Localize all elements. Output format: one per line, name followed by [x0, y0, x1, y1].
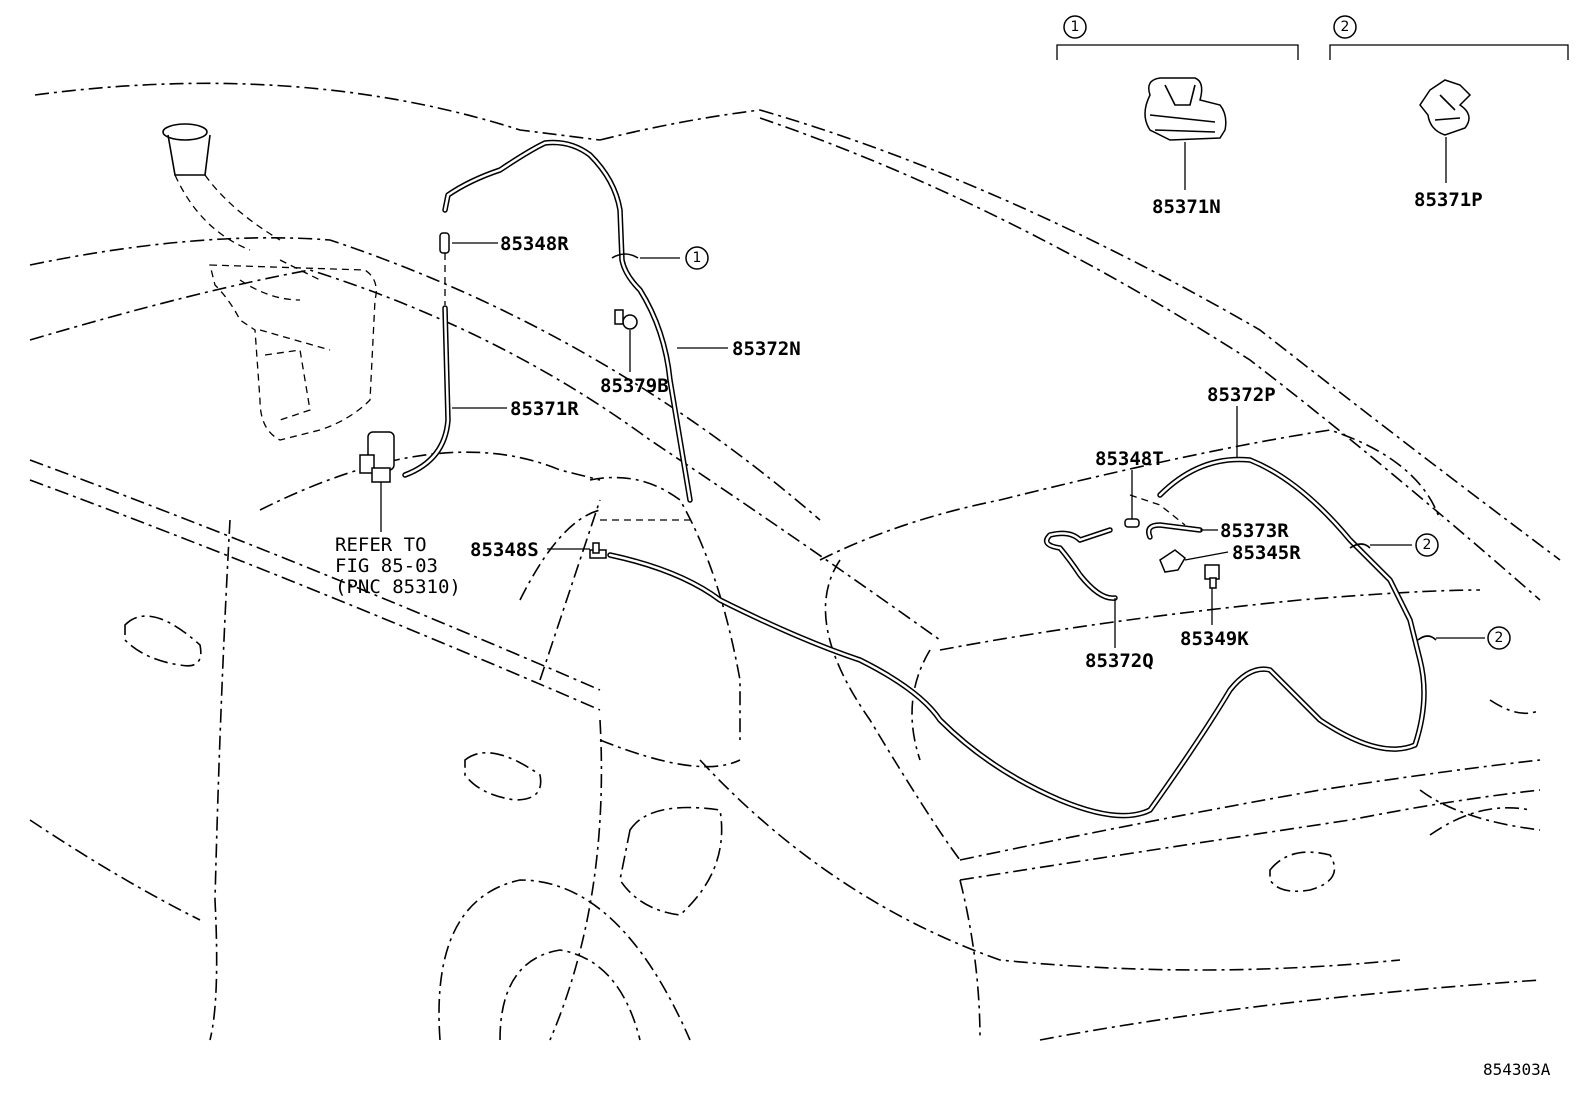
callout-1-header: 1: [1071, 19, 1080, 35]
clamp-2-on-hose-lower: [1417, 635, 1437, 641]
callout-2-header: 2: [1341, 19, 1350, 35]
clip-85371P-illustration: [1419, 79, 1472, 183]
joint-85348S: [589, 519, 690, 559]
callout-1-on-diagram: 1: [693, 250, 702, 266]
hose-85372N: [442, 139, 693, 503]
joint-85348R: [439, 232, 450, 305]
label-85348R[interactable]: 85348R: [500, 233, 569, 255]
callout-2-lower: 2: [1495, 630, 1504, 646]
nozzle-85345R: [1159, 549, 1186, 573]
clip-85371N-illustration: [1144, 77, 1227, 190]
hose-85372Q: [1043, 527, 1118, 601]
valve-85349K: [1204, 564, 1220, 589]
refer-note: REFER TO FIG 85-03 (PNC 85310): [335, 534, 461, 598]
label-85379B[interactable]: 85379B: [600, 375, 669, 397]
label-85372P[interactable]: 85372P: [1207, 384, 1276, 406]
label-85371P[interactable]: 85371P: [1414, 189, 1483, 211]
clamp-1-on-hose: [611, 253, 639, 259]
detail-bracket-2: [1329, 44, 1569, 60]
detail-bracket-1: [1056, 44, 1299, 60]
label-85372Q[interactable]: 85372Q: [1085, 650, 1154, 672]
part-labels: 85348R 85372N 85379B 85371R 85348S 85372…: [470, 189, 1483, 672]
vehicle-body-outline: [29, 82, 1561, 1041]
hose-85371R: [402, 305, 451, 478]
callout-2-upper: 2: [1423, 537, 1432, 553]
callout-circles: 1 1 2 2 2: [685, 15, 1511, 650]
joint-85348T: [1124, 494, 1186, 528]
label-85371N[interactable]: 85371N: [1152, 196, 1221, 218]
clip-85379B: [614, 309, 638, 372]
label-85373R[interactable]: 85373R: [1220, 520, 1289, 542]
label-85345R[interactable]: 85345R: [1232, 542, 1301, 564]
hose-85372P: [607, 456, 1427, 819]
leader-lines: [452, 242, 1485, 648]
refer-note-line2[interactable]: FIG 85-03: [335, 555, 438, 577]
label-85348S[interactable]: 85348S: [470, 539, 539, 561]
label-85348T[interactable]: 85348T: [1095, 448, 1164, 470]
washer-tank: [162, 123, 377, 441]
refer-note-line3[interactable]: (PNC 85310): [335, 576, 461, 598]
hose-85373R: [1146, 522, 1203, 540]
label-85371R[interactable]: 85371R: [510, 398, 579, 420]
label-85349K[interactable]: 85349K: [1180, 628, 1249, 650]
washer-pump: [359, 431, 395, 532]
refer-note-line1[interactable]: REFER TO: [335, 534, 427, 556]
clamp-2-on-hose-upper: [1349, 543, 1371, 549]
figure-id: 854303A: [1483, 1060, 1551, 1079]
label-85372N[interactable]: 85372N: [732, 338, 801, 360]
